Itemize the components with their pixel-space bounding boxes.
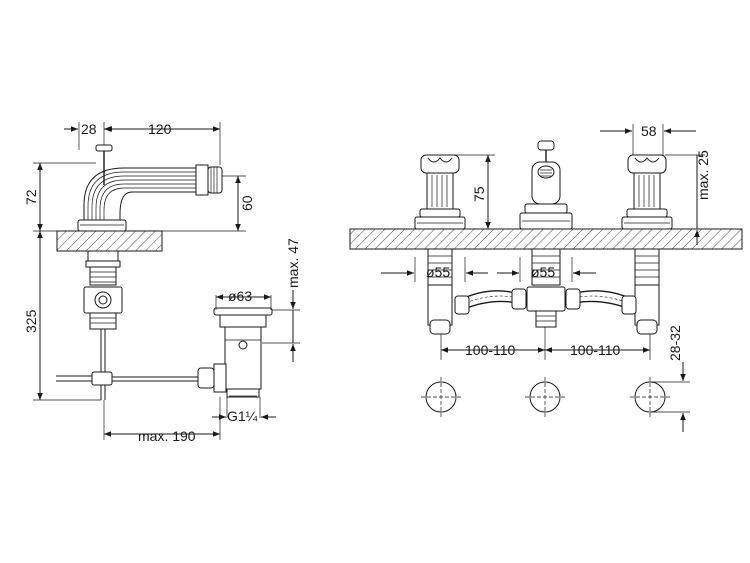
- dim-28-32: 28-32: [667, 325, 683, 361]
- dim-60: 60: [239, 195, 255, 211]
- dim-100-110-left: 100-110: [465, 342, 516, 358]
- dim-max-47: max. 47: [285, 238, 301, 288]
- dim-75: 75: [471, 186, 487, 202]
- dim-g1-1-4: G1¼: [227, 408, 258, 424]
- dim-325: 325: [23, 309, 39, 333]
- dim-max-25: max. 25: [695, 150, 711, 200]
- dim-55-right: ø55: [531, 264, 555, 280]
- dim-100-110-right: 100-110: [570, 342, 621, 358]
- dim-63: ø63: [228, 288, 252, 304]
- dim-55-left: ø55: [426, 264, 450, 280]
- countertop-side: [56, 230, 163, 252]
- dim-120: 120: [148, 121, 172, 137]
- dim-max-190: max. 190: [138, 428, 196, 444]
- front-view: 58 max. 25 75 ø55 ø55 100-110 100-110 28…: [349, 123, 743, 432]
- dim-28: 28: [81, 121, 97, 137]
- side-view: 28 120 72 60 325 ø63 max. 47 G1¼ max. 19…: [23, 121, 301, 444]
- dim-58: 58: [641, 123, 657, 139]
- dim-72: 72: [23, 189, 39, 205]
- countertop-front: [349, 228, 743, 250]
